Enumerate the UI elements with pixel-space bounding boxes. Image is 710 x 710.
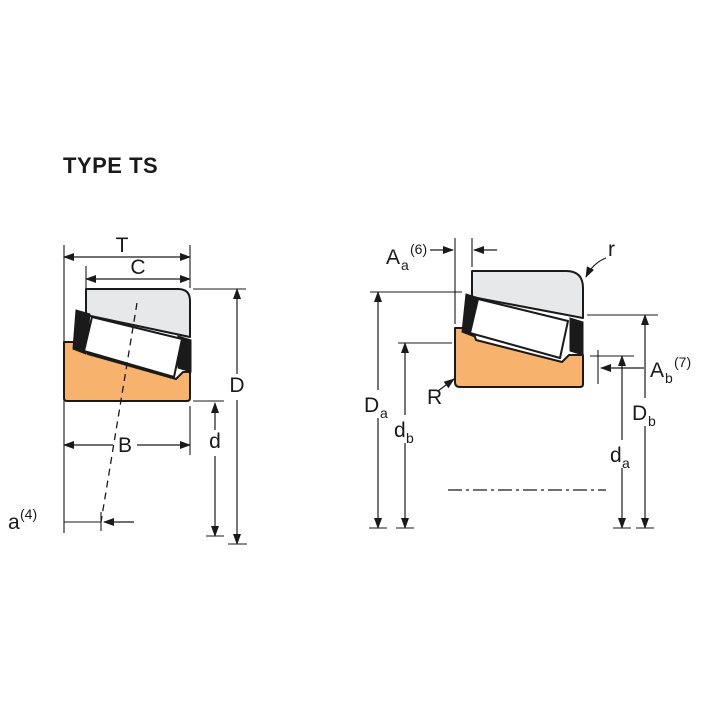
tapered-roller xyxy=(469,298,569,359)
da-housing-label: D a xyxy=(364,394,388,421)
svg-text:a: a xyxy=(622,455,630,471)
cone-inner-ring xyxy=(63,341,191,402)
tapered-roller xyxy=(83,316,183,378)
t-dimension-label: T xyxy=(116,234,129,257)
a-dimension-label: a (4) xyxy=(8,506,37,534)
b-dimension-label: B xyxy=(118,434,132,457)
aa-dimension-label: A a (6) xyxy=(386,241,427,273)
svg-text:d: d xyxy=(610,444,622,467)
ab-dimension-label: A b (7) xyxy=(650,354,691,386)
svg-text:b: b xyxy=(406,430,414,446)
r-leader-arrow xyxy=(585,257,607,278)
r-fillet-label: R xyxy=(427,386,442,409)
cup-outer-ring xyxy=(85,288,191,338)
svg-text:A: A xyxy=(650,359,664,382)
svg-text:a: a xyxy=(8,511,20,534)
svg-text:D: D xyxy=(364,394,379,417)
svg-text:D: D xyxy=(632,402,647,425)
svg-text:b: b xyxy=(665,370,673,386)
db-housing-label: D b xyxy=(632,402,656,429)
right-view-dimensions: A a (6) r D a d b R A xyxy=(364,238,691,529)
left-view-bearing xyxy=(63,288,192,523)
bore-label: d xyxy=(209,430,221,453)
seal-front xyxy=(569,317,584,356)
r-label: r xyxy=(608,238,615,261)
svg-text:a: a xyxy=(380,405,388,421)
diagram-title: TYPE TS xyxy=(63,153,158,178)
c-dimension-label: C xyxy=(130,256,145,279)
svg-text:a: a xyxy=(401,257,409,273)
svg-text:A: A xyxy=(386,246,400,269)
left-view-dimensions: T C D d B a (4) xyxy=(8,234,247,545)
cup-outer-ring xyxy=(471,270,584,319)
db-shaft-label: d b xyxy=(394,419,414,446)
cone-inner-ring xyxy=(454,327,584,388)
right-view-bearing xyxy=(454,270,584,388)
d-outer-label: D xyxy=(229,374,244,397)
svg-text:(7): (7) xyxy=(674,354,691,370)
r-fillet-leader-arrow xyxy=(437,378,455,392)
svg-text:(4): (4) xyxy=(20,506,37,522)
da-shaft-label: d a xyxy=(610,444,630,471)
svg-text:(6): (6) xyxy=(410,241,427,257)
roller-axis-dashed-line xyxy=(100,302,138,523)
svg-text:b: b xyxy=(648,413,656,429)
svg-text:d: d xyxy=(394,419,406,442)
